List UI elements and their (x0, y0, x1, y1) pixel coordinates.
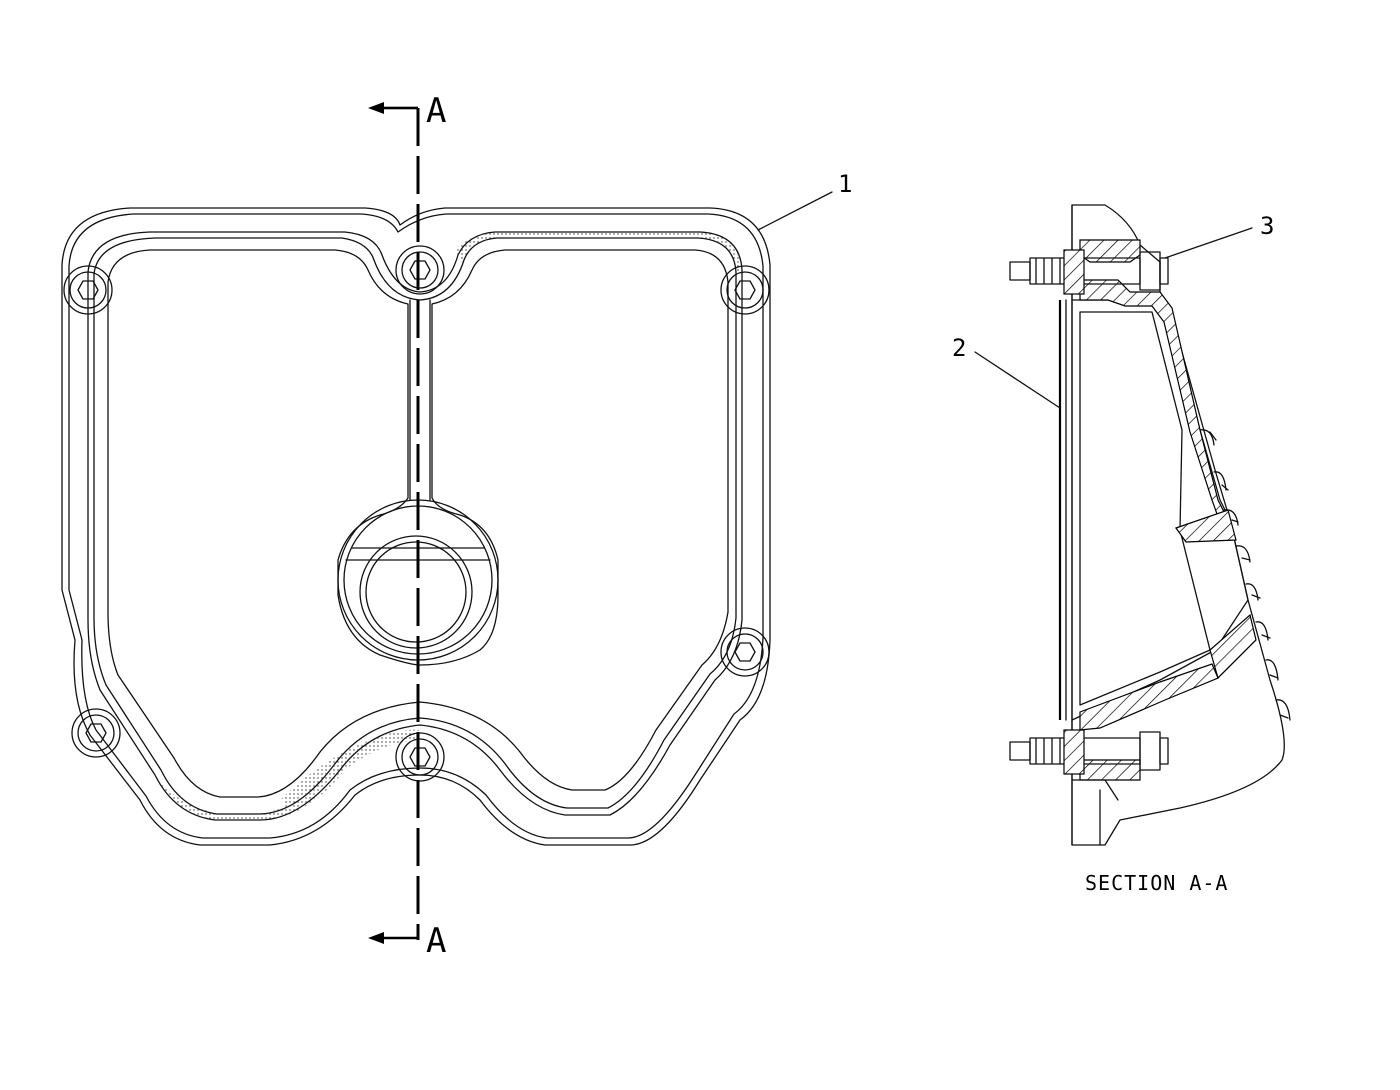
section-marker-top: A (426, 91, 446, 131)
bolt-boss (720, 627, 770, 677)
callout-1-label: 1 (838, 170, 852, 198)
section-title: SECTION A-A (1085, 871, 1228, 895)
cover-front-view (61, 207, 771, 846)
bolt-lower (1009, 729, 1169, 775)
callout-3: 3 (1164, 212, 1274, 259)
bolt-boss (720, 265, 770, 315)
bolt-upper (1009, 249, 1169, 295)
bolt-boss (71, 708, 121, 758)
bolt-boss (395, 732, 445, 782)
section-cut-line: A A (368, 91, 446, 961)
callout-1: 1 (757, 170, 852, 231)
callout-2: 2 (952, 334, 1061, 409)
callout-3-label: 3 (1260, 212, 1274, 240)
bolt-boss (63, 265, 113, 315)
bolt-boss (395, 245, 445, 295)
section-marker-bottom: A (426, 921, 446, 961)
section-view (1009, 204, 1291, 846)
callout-2-label: 2 (952, 334, 966, 362)
